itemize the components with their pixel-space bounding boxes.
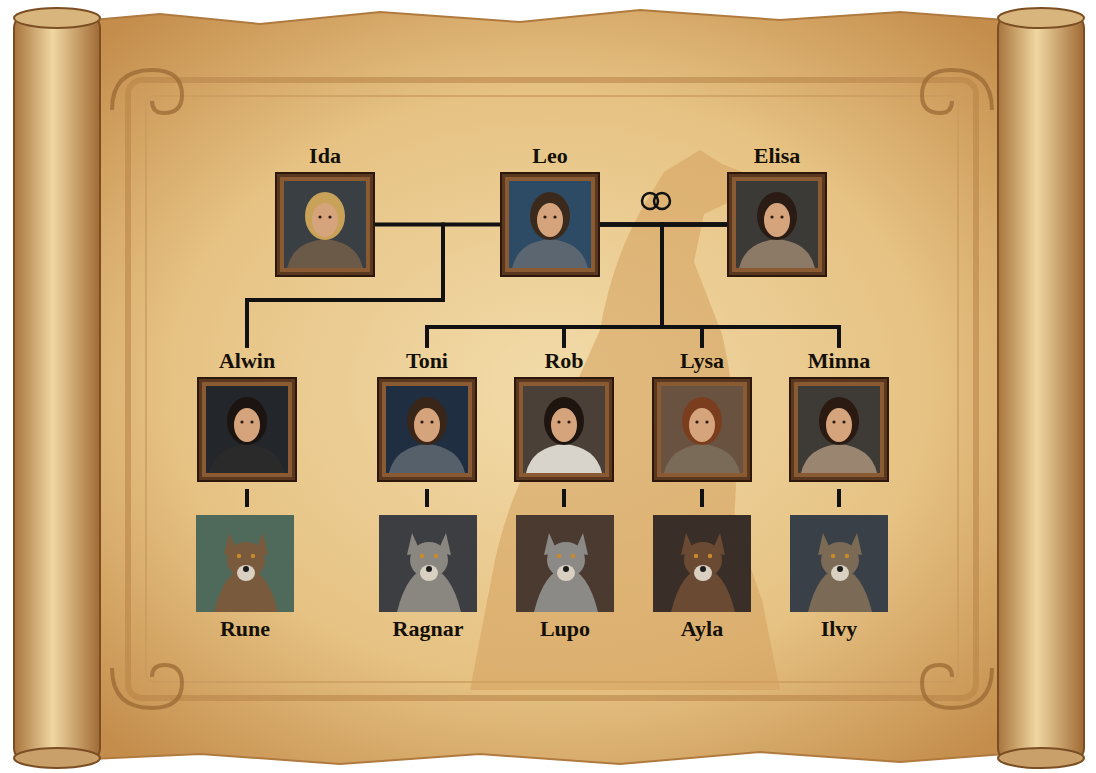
wolf-picture <box>516 515 614 612</box>
rings-symbol <box>642 193 670 209</box>
inner-border <box>146 96 958 682</box>
companion-line <box>425 482 429 515</box>
family-line <box>247 225 443 348</box>
person-node: Minna <box>789 348 889 482</box>
portrait-frame <box>652 377 752 482</box>
companion-line <box>562 482 566 515</box>
person-name: Alwin <box>219 348 275 373</box>
person-node: Rob <box>514 348 614 482</box>
family-line <box>662 225 839 348</box>
portrait-frame <box>514 377 614 482</box>
family-line <box>600 225 839 348</box>
wolf-picture <box>196 515 294 612</box>
portrait-frame <box>789 377 889 482</box>
wolf-node: Lupo <box>516 515 614 641</box>
person-name: Rob <box>544 348 583 373</box>
wolf-name: Ayla <box>681 616 723 641</box>
companion-line <box>837 482 841 515</box>
person-name: Toni <box>406 348 448 373</box>
portrait-frame <box>197 377 297 482</box>
wolf-name: Ilvy <box>821 616 858 641</box>
portrait-frame <box>500 172 600 277</box>
wolf-name: Ragnar <box>393 616 464 641</box>
scroll-roll <box>14 8 1084 768</box>
person-node: Elisa <box>727 143 827 277</box>
family-line <box>662 225 727 348</box>
family-line <box>427 225 727 348</box>
person-node: Leo <box>500 143 600 277</box>
person-node: Toni <box>377 348 477 482</box>
portrait-frame <box>727 172 827 277</box>
parchment <box>62 10 1038 764</box>
corner-ornament <box>112 70 992 708</box>
wolf-node: Ayla <box>653 515 751 641</box>
wolf-picture <box>379 515 477 612</box>
person-node: Ida <box>275 143 375 277</box>
person-node: Alwin <box>197 348 297 482</box>
person-name: Lysa <box>680 348 724 373</box>
family-line <box>564 225 727 348</box>
person-node: Lysa <box>652 348 752 482</box>
person-name: Leo <box>532 143 567 168</box>
inner-border <box>128 80 976 698</box>
wolf-node: Ilvy <box>790 515 888 641</box>
companion-line <box>700 482 704 515</box>
wolf-node: Ragnar <box>379 515 477 641</box>
family-line <box>564 225 662 348</box>
person-name: Elisa <box>754 143 800 168</box>
family-line <box>427 225 662 348</box>
portraits <box>198 173 888 481</box>
wolf-name: Lupo <box>540 616 590 641</box>
person-name: Minna <box>808 348 870 373</box>
wolf-name: Rune <box>220 616 270 641</box>
family-line <box>600 225 702 348</box>
portrait-frame <box>377 377 477 482</box>
wolf-picture <box>653 515 751 612</box>
portrait-frame <box>275 172 375 277</box>
wolf-picture <box>790 515 888 612</box>
person-name: Ida <box>309 143 341 168</box>
wolf-node: Rune <box>196 515 294 641</box>
family-line <box>247 225 500 348</box>
companion-line <box>245 482 249 515</box>
wolf-pictures <box>196 515 888 612</box>
